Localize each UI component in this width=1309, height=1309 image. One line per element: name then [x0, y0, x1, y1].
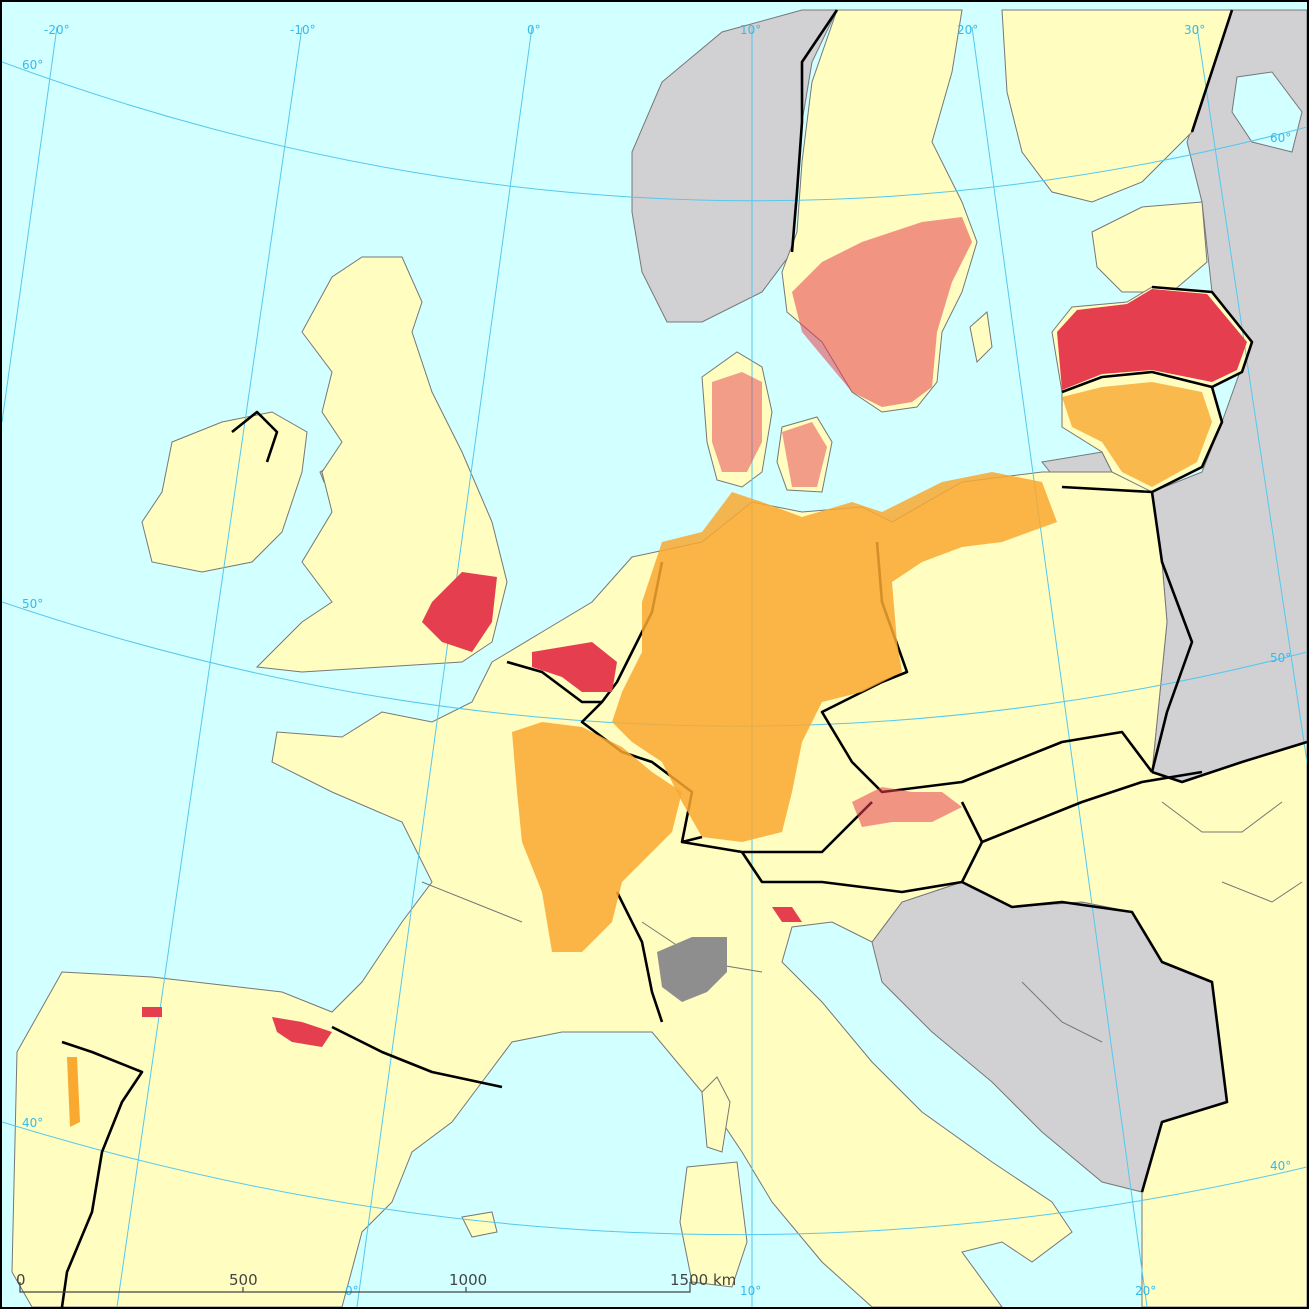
scale-label: 1500 km — [670, 1271, 736, 1289]
scale-bar: 0 500 1000 1500 km — [16, 1271, 736, 1293]
lat-label-left: 40° — [22, 1116, 43, 1130]
orange-presence-cells — [67, 382, 1212, 1127]
lon-label-top: 20° — [957, 23, 978, 37]
lon-label-bottom: 20° — [1135, 1284, 1156, 1298]
germany-poland-orange — [612, 472, 1057, 842]
galicia-orange — [67, 1057, 80, 1127]
alps-red — [772, 907, 802, 922]
france-orange — [512, 722, 682, 952]
scale-label: 1000 — [449, 1271, 487, 1289]
pyrenees-red — [272, 1017, 332, 1047]
scale-label: 0 — [16, 1271, 26, 1289]
graticule-labels: -20° -10° 0° 10° 20° 30° 0° 10° 20° 60° … — [22, 23, 1291, 1298]
latvia-red — [1057, 289, 1247, 390]
lat-label-left: 50° — [22, 597, 43, 611]
ireland — [141, 411, 308, 573]
austria-red — [852, 787, 962, 827]
balearic — [461, 1211, 498, 1238]
scale-bar-ticks — [242, 1287, 467, 1292]
red-presence-cells — [142, 217, 1247, 1047]
lon-label-bottom: 0° — [345, 1284, 359, 1298]
lon-label-top: -20° — [44, 23, 70, 37]
scale-label: 500 — [229, 1271, 258, 1289]
no-data-areas — [319, 9, 1307, 1193]
lat-label-left: 60° — [22, 58, 43, 72]
scale-bar-line — [19, 1282, 691, 1293]
england-red — [422, 572, 497, 652]
zealand-red — [782, 422, 827, 487]
lon-label-bottom: 10° — [740, 1284, 761, 1298]
lat-label-right: 60° — [1270, 131, 1291, 145]
belgium-red — [532, 642, 617, 692]
country-borders — [60, 9, 1307, 1307]
lithuania-orange — [1062, 382, 1212, 487]
continent — [11, 471, 1307, 1307]
lat-label-right: 50° — [1270, 651, 1291, 665]
lon-label-top: -10° — [290, 23, 316, 37]
corsica — [701, 1076, 731, 1153]
denmark-red — [712, 372, 762, 472]
cantabria-red — [142, 1007, 162, 1017]
sardinia — [679, 1161, 748, 1288]
britain — [255, 256, 508, 673]
lon-label-top: 0° — [527, 23, 541, 37]
lon-label-top: 30° — [1184, 23, 1205, 37]
lon-label-top: 10° — [740, 23, 761, 37]
estonia — [1091, 201, 1208, 293]
sweden-red — [792, 217, 972, 407]
piedmont-grey — [657, 937, 727, 1002]
gotland — [969, 311, 993, 364]
grey-cells — [657, 937, 727, 1002]
lat-label-right: 40° — [1270, 1159, 1291, 1173]
lake-ladoga — [1231, 71, 1303, 153]
